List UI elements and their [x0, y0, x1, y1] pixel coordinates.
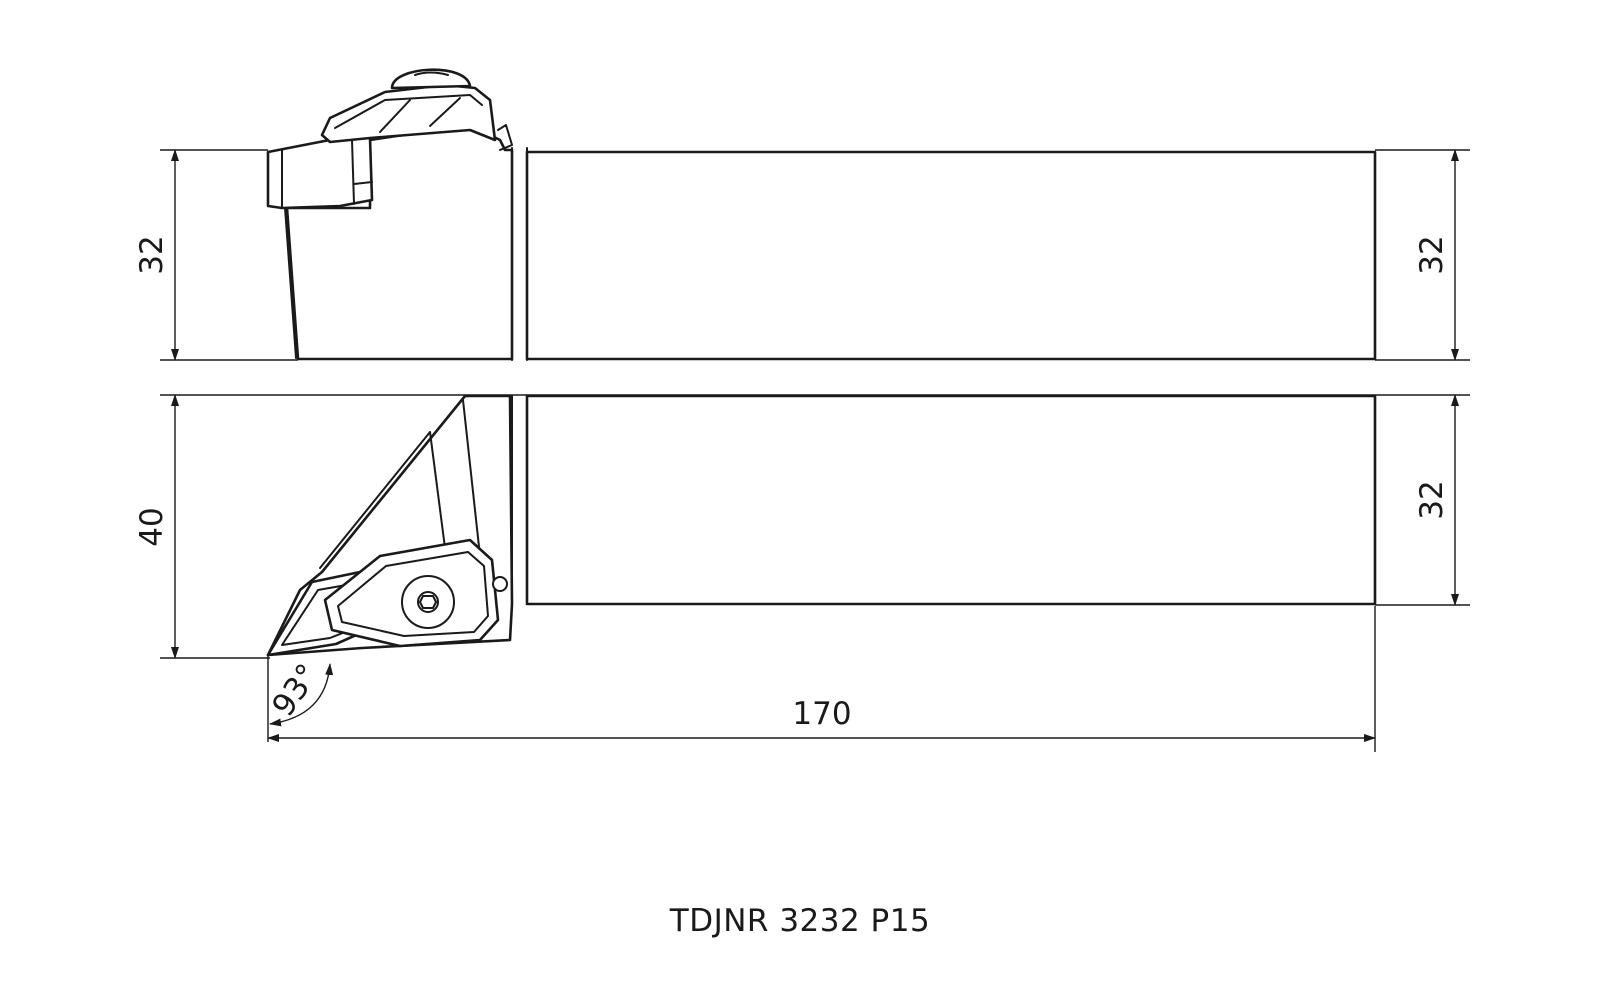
head-inner-line — [319, 431, 431, 569]
head-inner-line — [462, 399, 481, 557]
dim-bottom-right-height: 32 — [1414, 480, 1450, 519]
bottom-view: 40 32 93° 170 — [134, 394, 1470, 752]
clamp-lever-edge — [334, 94, 483, 129]
dim-total-length: 170 — [792, 696, 851, 732]
clamp-screw-head — [390, 68, 472, 90]
hex-socket-icon — [419, 595, 437, 609]
shank-body — [525, 150, 1377, 361]
clamp-inner-edge — [337, 551, 489, 637]
dim-top-right-height: 32 — [1414, 235, 1450, 274]
angle-arc — [269, 663, 334, 727]
head-inner-line — [429, 431, 446, 549]
clamp-hatch — [379, 99, 411, 133]
clamp-lever — [320, 83, 497, 144]
part-code-caption: TDJNR 3232 P15 — [669, 903, 931, 939]
dim-bottom-left-height: 40 — [134, 507, 170, 546]
top-view: 32 32 — [134, 68, 1470, 361]
screw-slot — [414, 71, 449, 76]
insert-edge — [353, 181, 373, 185]
insert-edge — [351, 139, 355, 205]
lever-tab — [497, 124, 513, 151]
head-inner-line — [284, 207, 297, 359]
clamp-hatch — [429, 97, 461, 127]
locating-pin — [492, 576, 508, 592]
shank-body — [525, 394, 1377, 606]
dim-top-left-height: 32 — [134, 235, 170, 274]
insert-block — [266, 136, 374, 210]
dim-approach-angle: 93° — [265, 657, 326, 723]
